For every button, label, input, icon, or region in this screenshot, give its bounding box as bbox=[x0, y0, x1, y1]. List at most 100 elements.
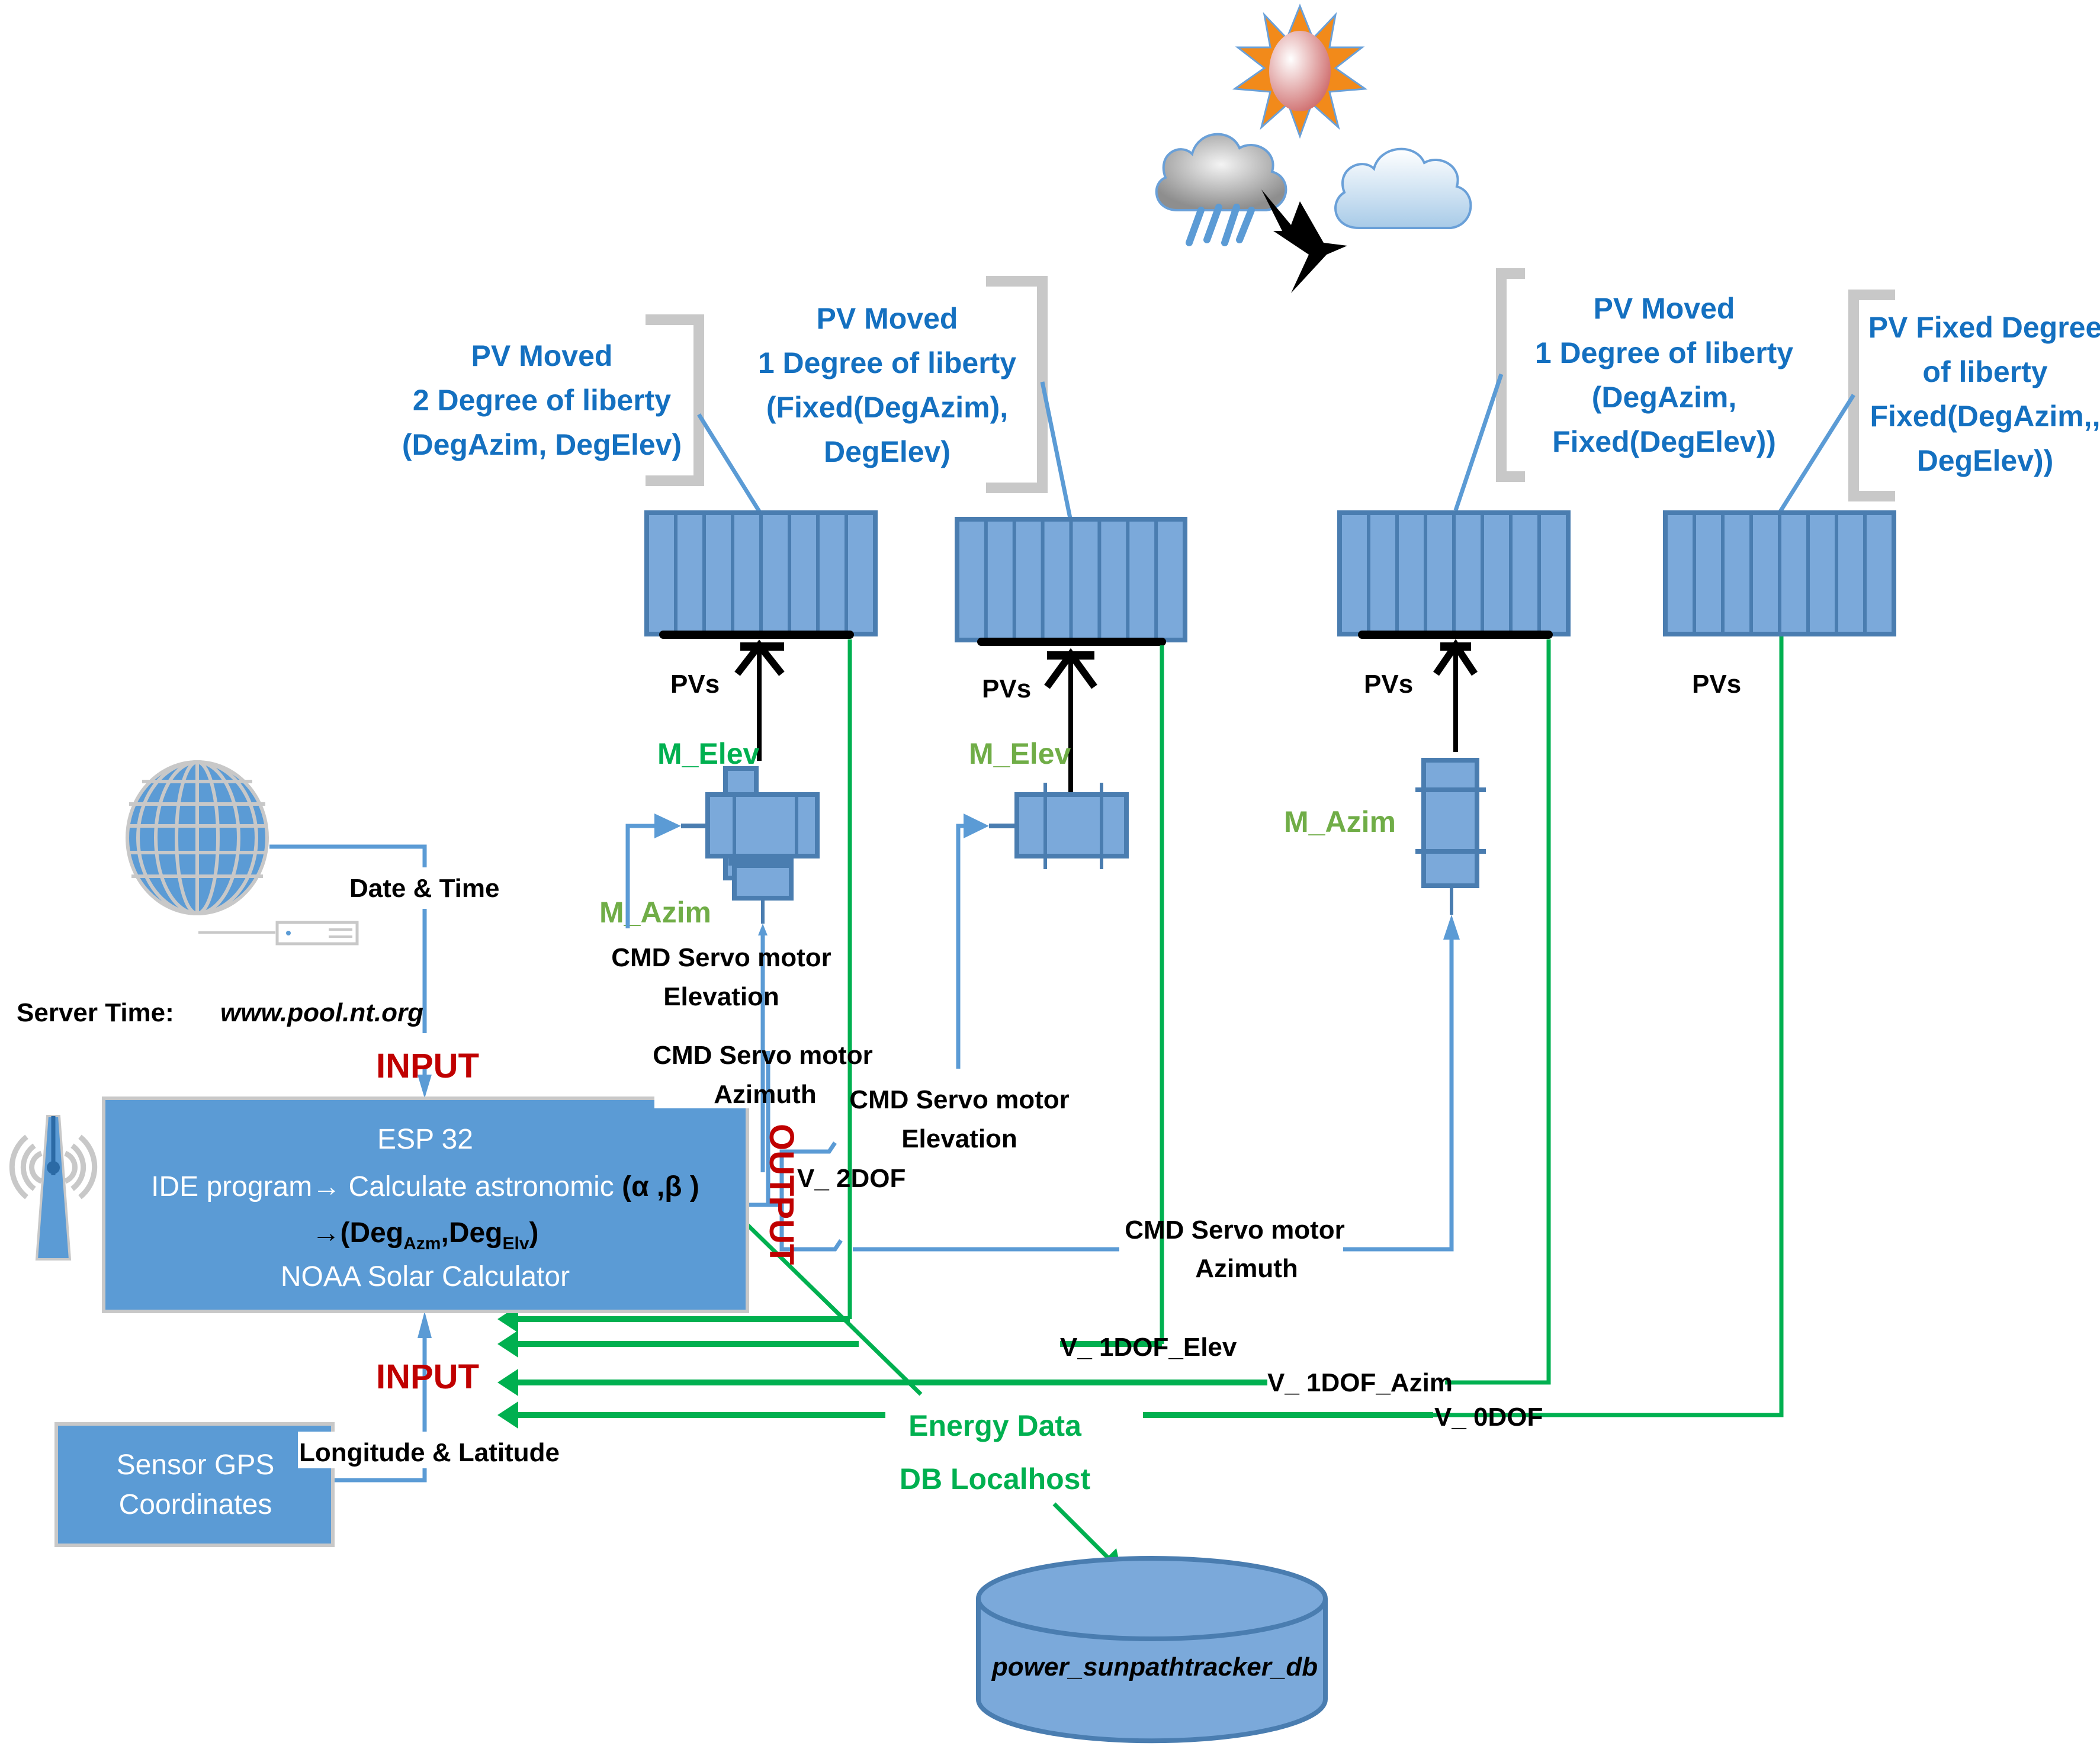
pv-cell bbox=[791, 515, 816, 632]
database-name: power_sunpathtracker_db bbox=[991, 1652, 1318, 1681]
pv-panels bbox=[644, 510, 1896, 642]
cmd-azim-1-line-1: CMD Servo motor bbox=[653, 1041, 873, 1070]
cmd-azim-3-line-1: CMD Servo motor bbox=[1125, 1216, 1345, 1245]
v-0dof-label: V_ 0DOF bbox=[1434, 1403, 1543, 1432]
pv-group-2-annotation: PV Moved 1 Degree of liberty (Fixed(DegA… bbox=[758, 276, 1073, 522]
motor-2-elev-label: M_Elev bbox=[969, 737, 1071, 770]
pv-group-1-title-line-2: 2 Degree of liberty bbox=[413, 384, 671, 417]
v-1dof-azim-label: V_ 1DOF_Azim bbox=[1267, 1368, 1453, 1397]
pv-cell bbox=[1016, 522, 1041, 638]
pv-cell bbox=[763, 515, 788, 632]
pvs-label-2: PVs bbox=[982, 674, 1031, 703]
pv-cell bbox=[1484, 515, 1509, 632]
pv-group-3-title-line-3: (DegAzim, bbox=[1592, 381, 1736, 414]
pv-cell bbox=[1427, 515, 1452, 632]
pv-cell bbox=[1456, 515, 1481, 632]
gps-line-1: Sensor GPS bbox=[117, 1449, 275, 1481]
pv-cell bbox=[1781, 515, 1806, 632]
esp-deg-prefix: →(Deg bbox=[312, 1217, 403, 1249]
pv-cell bbox=[1725, 515, 1749, 632]
gps-link bbox=[333, 1335, 427, 1483]
cmd-elev-1-line-1: CMD Servo motor bbox=[611, 943, 831, 972]
pv-group-2-title-line-3: (Fixed(DegAzim), bbox=[766, 391, 1008, 424]
motor-1-azim-label: M_Azim bbox=[599, 896, 711, 929]
pv-group-4-title-line-3: Fixed(DegAzim,, bbox=[1870, 400, 2100, 433]
esp-deg-azm-sub: Azm bbox=[403, 1234, 441, 1253]
pv-cell bbox=[1073, 522, 1098, 638]
esp-title: ESP 32 bbox=[377, 1124, 473, 1155]
gps-line-2: Coordinates bbox=[119, 1489, 272, 1520]
pv-cell bbox=[959, 522, 984, 638]
pv-cell bbox=[1753, 515, 1778, 632]
pv-cell bbox=[1668, 515, 1693, 632]
rain-cloud-icon bbox=[1155, 133, 1287, 246]
pv-cell bbox=[1810, 515, 1835, 632]
date-time-link bbox=[269, 844, 427, 1033]
esp-program-text: IDE program→ Calculate astronomic bbox=[151, 1171, 622, 1202]
esp-alpha-beta: (α ,β ) bbox=[622, 1171, 699, 1202]
pv-cell bbox=[1101, 522, 1126, 638]
pv-cell bbox=[677, 515, 702, 632]
pv-cell bbox=[1370, 515, 1395, 632]
esp-program-line: IDE program→ Calculate astronomic (α ,β … bbox=[151, 1171, 699, 1202]
cmd-elev-2-line-1: CMD Servo motor bbox=[849, 1085, 1070, 1114]
pvs-label-4: PVs bbox=[1692, 670, 1741, 699]
cmd-elev-2-line-2: Elevation bbox=[901, 1124, 1017, 1153]
pv-cell bbox=[1342, 515, 1367, 632]
motor-3-azim-label: M_Azim bbox=[1284, 805, 1396, 838]
pv-cell bbox=[1867, 515, 1892, 632]
pv-group-4-annotation: PV Fixed Degree of liberty Fixed(DegAzim… bbox=[1778, 290, 2100, 513]
pv-group-3-title-line-4: Fixed(DegElev)) bbox=[1552, 425, 1776, 458]
pvs-label-1: PVs bbox=[670, 670, 720, 699]
server-time-label: Server Time: bbox=[17, 998, 174, 1027]
pv-group-1-title-line-3: (DegAzim, DegElev) bbox=[402, 428, 682, 461]
gps-link-label: Longitude & Latitude bbox=[299, 1438, 560, 1467]
gps-box: Sensor GPS Coordinates bbox=[54, 1422, 335, 1547]
bird-icon bbox=[1261, 189, 1347, 293]
pv-cell bbox=[987, 522, 1013, 638]
antenna-icon bbox=[9, 1115, 98, 1261]
pv-group-2-title-line-2: 1 Degree of liberty bbox=[758, 346, 1016, 380]
esp-deg-elv-sub: Elv bbox=[503, 1234, 529, 1253]
pv-2-shaft bbox=[977, 638, 1166, 793]
esp32-box: ESP 32 IDE program→ Calculate astronomic… bbox=[102, 1097, 749, 1313]
database-icon bbox=[976, 1556, 1328, 1744]
pv-cell bbox=[820, 515, 845, 632]
input-top-label: INPUT bbox=[376, 1047, 479, 1085]
globe-icon bbox=[126, 760, 269, 915]
pv-cell bbox=[1513, 515, 1537, 632]
v-1dof-elev-label: V_ 1DOF_Elev bbox=[1060, 1333, 1237, 1362]
output-label: OUTPUT bbox=[762, 1124, 801, 1265]
pv-group-1-title-line-1: PV Moved bbox=[471, 339, 613, 372]
pv-group-3-title-line-2: 1 Degree of liberty bbox=[1535, 336, 1793, 369]
pv-group-2-title-line-4: DegElev) bbox=[824, 435, 951, 468]
server-time-url: www.pool.nt.org bbox=[220, 998, 423, 1027]
sun-icon bbox=[1232, 3, 1368, 139]
pv-group-2-title-line-1: PV Moved bbox=[817, 302, 958, 335]
pv-cell bbox=[734, 515, 759, 632]
pv-group-4-title-line-2: of liberty bbox=[1922, 355, 2047, 388]
server-icon bbox=[198, 921, 359, 946]
pv-1-shaft bbox=[659, 631, 854, 761]
pvs-label-3: PVs bbox=[1364, 670, 1413, 699]
pv-cell bbox=[1696, 515, 1721, 632]
pv-cell bbox=[1158, 522, 1183, 638]
db-localhost-label: DB Localhost bbox=[900, 1462, 1091, 1496]
cmd-azim-1-line-2: Azimuth bbox=[714, 1080, 817, 1109]
pv-cell bbox=[1399, 515, 1424, 632]
pv-cell bbox=[1838, 515, 1863, 632]
cmd-azim-3-line-2: Azimuth bbox=[1195, 1254, 1298, 1283]
esp-degree-line: →(DegAzm,DegElv) bbox=[312, 1217, 538, 1253]
input-bottom-label: INPUT bbox=[376, 1358, 479, 1396]
pv-cell bbox=[706, 515, 731, 632]
cloud-icon bbox=[1334, 147, 1472, 229]
pv-cell bbox=[649, 515, 674, 632]
energy-data-label: Energy Data bbox=[908, 1409, 1082, 1442]
pv-group-1-annotation: PV Moved 2 Degree of liberty (DegAzim, D… bbox=[402, 314, 763, 516]
pv-group-3-title-line-1: PV Moved bbox=[1594, 292, 1735, 325]
pv-cell bbox=[1541, 515, 1566, 632]
v-2dof-label: V_ 2DOF bbox=[797, 1164, 905, 1193]
motor-1-elev-label: M_Elev bbox=[657, 737, 760, 770]
pv-group-4-title-line-4: DegElev)) bbox=[1917, 444, 2054, 477]
